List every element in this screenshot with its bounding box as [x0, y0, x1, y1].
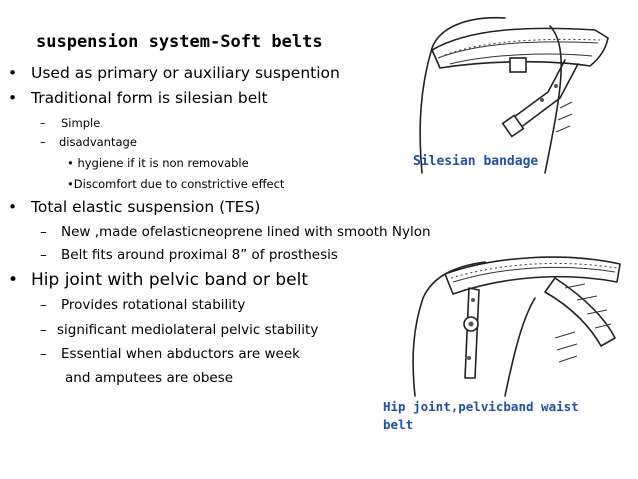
hip-joint-caption-line1: Hip joint,pelvicband waist	[383, 399, 579, 414]
subbullet-text: Simple	[61, 116, 101, 130]
subbullet-mark: –	[40, 224, 47, 240]
subbullet-continuation: and amputees are obese	[65, 370, 234, 386]
bullet-text: Hip joint with pelvic band or belt	[31, 270, 308, 290]
silesian-caption: Silesian bandage	[413, 154, 539, 169]
subbullet-mark: –	[40, 116, 46, 130]
subbullet-text: Essential when abductors are week	[61, 346, 300, 362]
subsubbullet-text: •Discomfort due to constrictive effect	[67, 177, 285, 191]
bullet-mark: •	[8, 64, 18, 82]
subbullet-mark: –	[40, 135, 46, 149]
bullet-text: Traditional form is silesian belt	[31, 89, 268, 107]
bullet-text: Used as primary or auxiliary suspention	[31, 64, 340, 82]
bullet-text: Total elastic suspension (TES)	[31, 198, 261, 216]
bullet-mark: •	[8, 198, 18, 216]
bullet-mark: •	[8, 270, 19, 290]
slide-title: suspension system-Soft belts	[36, 32, 323, 52]
silesian-belt-illustration	[419, 16, 609, 174]
subbullet-mark: –	[40, 247, 47, 263]
hip-joint-caption-line2: belt	[383, 417, 414, 432]
hip-joint-pelvic-band-illustration	[412, 256, 621, 397]
subbullet-mark: –	[40, 322, 47, 338]
bullet-mark: •	[8, 89, 18, 107]
subbullet-text: New ,made ofelasticneoprene lined with s…	[61, 224, 431, 240]
subbullet-text: significant mediolateral pelvic stabilit…	[57, 322, 319, 338]
subbullet-mark: –	[40, 346, 47, 362]
subbullet-text: Provides rotational stability	[61, 297, 246, 313]
subbullet-text: Belt fits around proximal 8” of prosthes…	[61, 247, 338, 263]
subsubbullet-text: • hygiene if it is non removable	[67, 156, 249, 170]
subbullet-mark: –	[40, 297, 47, 313]
subbullet-text: disadvantage	[59, 135, 137, 149]
